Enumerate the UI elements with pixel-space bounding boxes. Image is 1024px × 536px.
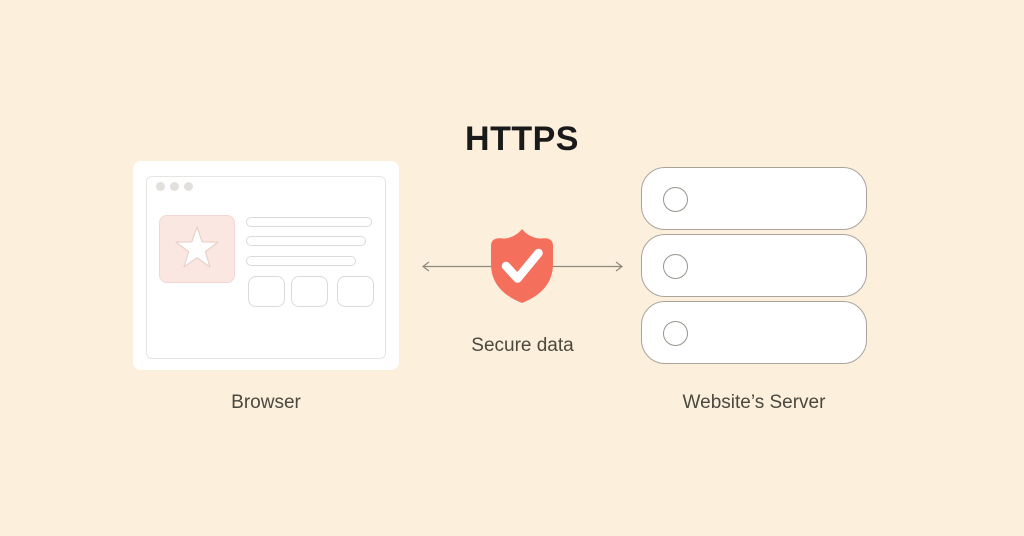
skeleton-tile	[248, 276, 285, 307]
server-indicator-icon	[663, 187, 688, 212]
window-dot-icon	[170, 182, 179, 191]
skeleton-text-line	[246, 236, 366, 246]
skeleton-text-line	[246, 217, 372, 227]
server-unit	[641, 167, 867, 230]
skeleton-tile	[337, 276, 374, 307]
server-indicator-icon	[663, 321, 688, 346]
window-dot-icon	[184, 182, 193, 191]
server-stack-illustration	[641, 167, 867, 368]
window-controls-icon	[156, 182, 193, 191]
browser-label: Browser	[231, 392, 301, 413]
shield-check-icon	[491, 229, 553, 303]
skeleton-text-line	[246, 256, 356, 266]
diagram-title: HTTPS	[465, 120, 579, 158]
server-unit	[641, 301, 867, 364]
server-label: Website’s Server	[682, 392, 826, 413]
browser-window	[146, 176, 386, 359]
image-placeholder	[159, 215, 235, 283]
connection-label: Secure data	[471, 335, 574, 356]
window-dot-icon	[156, 182, 165, 191]
browser-illustration	[133, 161, 399, 370]
server-unit	[641, 234, 867, 297]
server-indicator-icon	[663, 254, 688, 279]
star-icon	[175, 226, 219, 268]
skeleton-tile	[291, 276, 328, 307]
